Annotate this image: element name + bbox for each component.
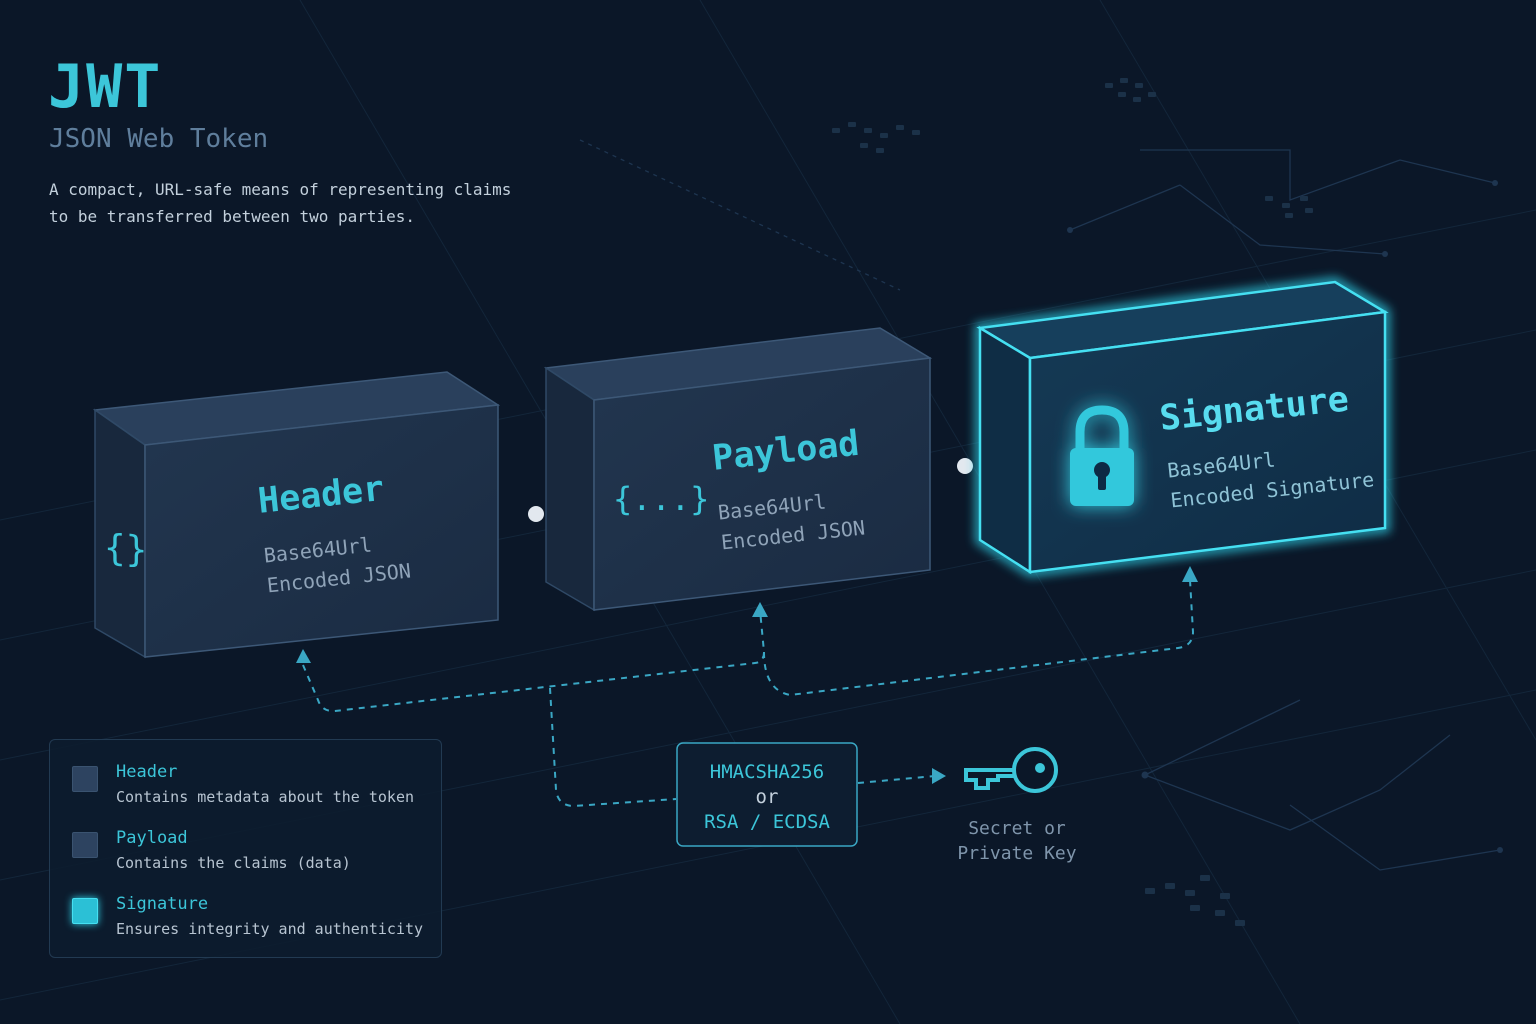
signature-block: Signature Base64Url Encoded Signature [975, 276, 1390, 578]
legend-swatch-payload [72, 832, 98, 858]
legend-desc: Contains metadata about the token [116, 788, 415, 806]
algorithm-line1: HMACSHA256 [710, 761, 824, 783]
description: A compact, URL-safe means of representin… [49, 180, 512, 226]
key-label-line2: Private Key [957, 843, 1076, 864]
key-icon [964, 747, 1058, 793]
algorithm-box: HMACSHA256 or RSA / ECDSA [676, 742, 858, 847]
header-block: {} Header Base64Url Encoded JSON [92, 371, 501, 659]
separator-dot [957, 458, 973, 474]
legend-swatch-header [72, 766, 98, 792]
legend-name: Signature [116, 894, 209, 914]
legend-name: Payload [116, 828, 188, 848]
page-title: JWT [48, 52, 163, 122]
json-ellipsis-icon: {...} [613, 480, 709, 518]
legend-name: Header [116, 762, 178, 782]
legend-desc: Ensures integrity and authenticity [116, 920, 424, 938]
payload-block: {...} Payload Base64Url Encoded JSON [543, 327, 933, 612]
page-subtitle: JSON Web Token [49, 124, 269, 154]
legend-desc: Contains the claims (data) [116, 854, 351, 872]
padlock-icon [1070, 405, 1134, 506]
separator-dot [528, 506, 544, 522]
legend-swatch-signature [72, 898, 98, 924]
algorithm-line3: RSA / ECDSA [704, 811, 830, 833]
algorithm-line2: or [756, 786, 779, 808]
key-label-line1: Secret or [968, 818, 1066, 839]
curly-braces-icon: {} [104, 527, 147, 571]
legend: Header Contains metadata about the token… [49, 739, 442, 958]
